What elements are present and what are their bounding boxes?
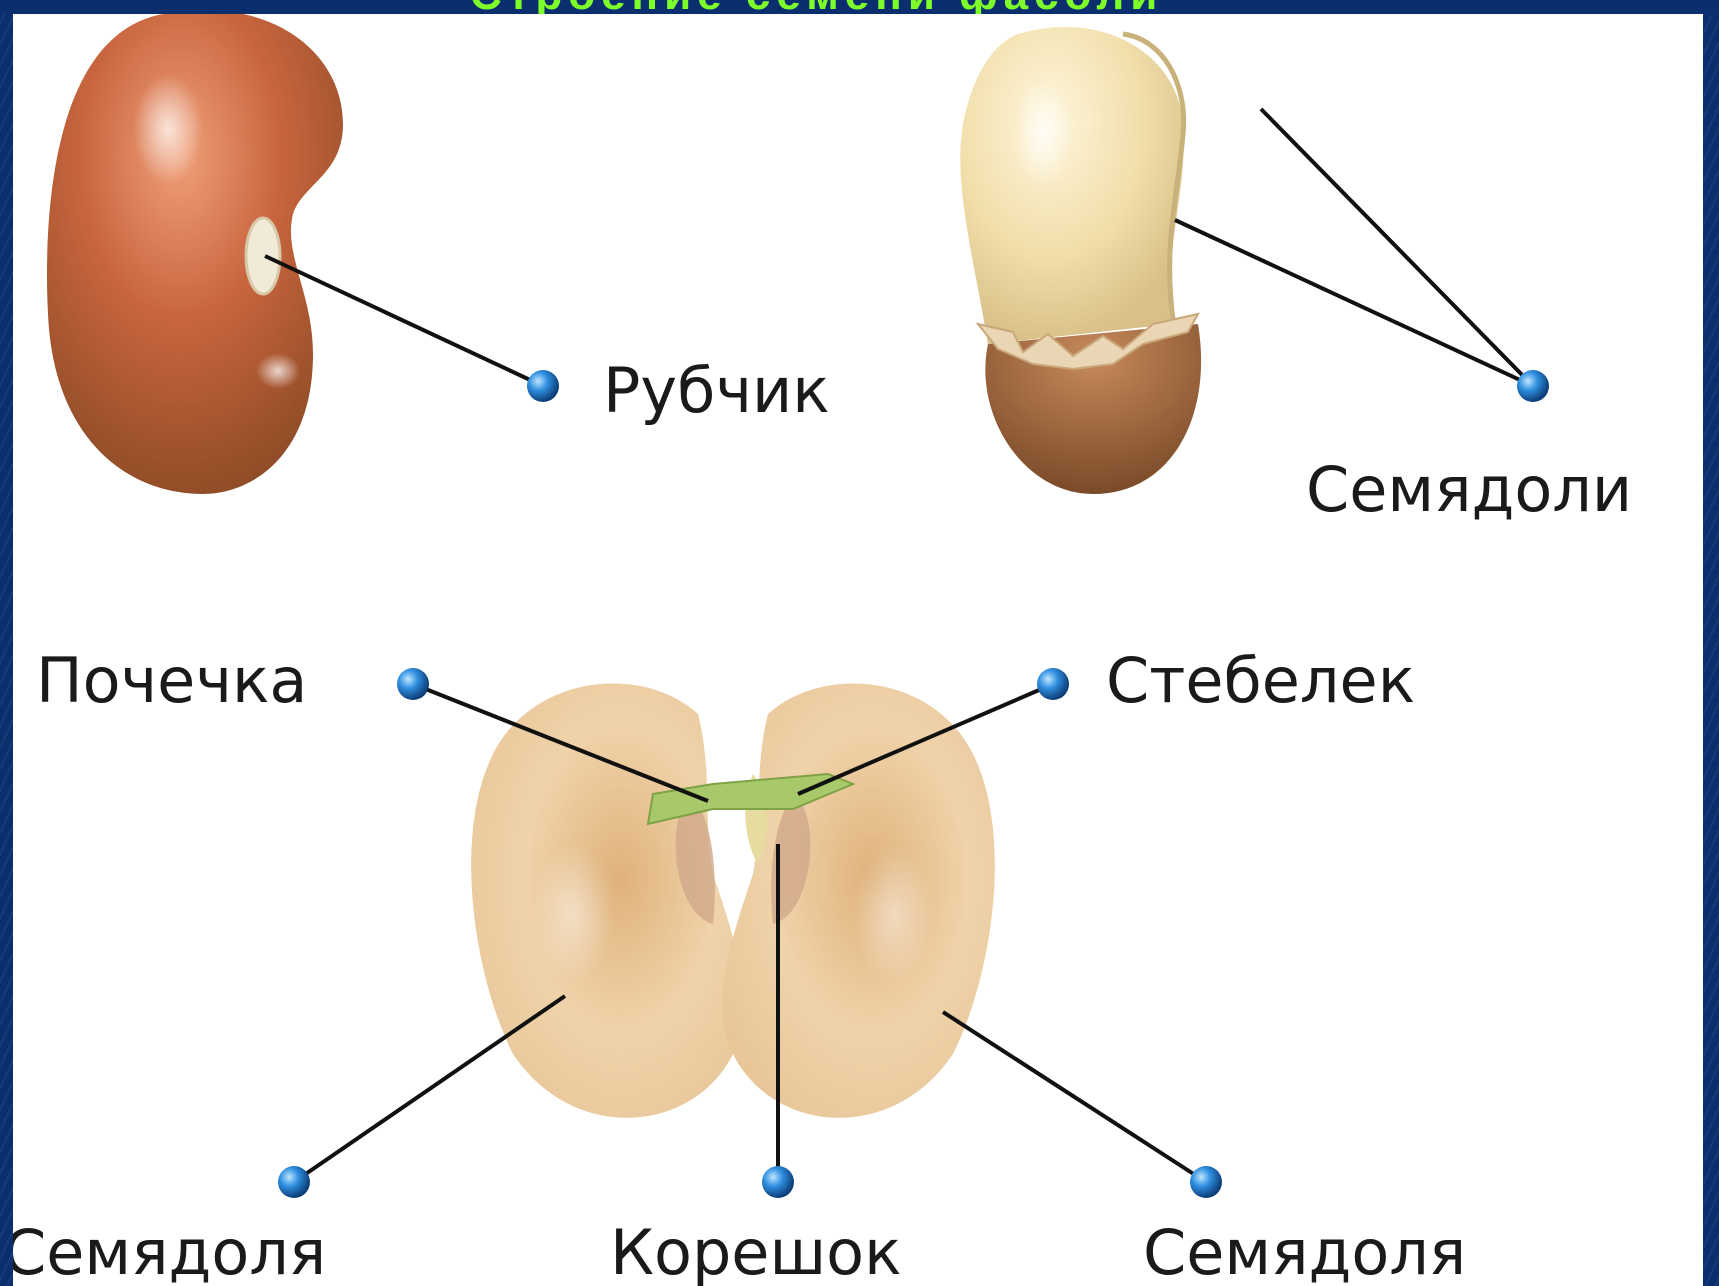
cotyledons-dot [1517, 370, 1549, 402]
label-hilum: Рубчик [603, 360, 830, 422]
radicle-dot [762, 1166, 794, 1198]
open-bean [471, 683, 995, 1117]
label-cotyledons-top: Семядоли [1306, 459, 1632, 521]
slide-title-strip: Строение семени фасоли [0, 0, 1719, 14]
stem-dot [1037, 668, 1069, 700]
slide-title: Строение семени фасоли [470, 0, 1163, 14]
cotyledon-right-dot [1190, 1166, 1222, 1198]
cotyledon-left-pointer-line [294, 996, 565, 1182]
label-plumule: Почечка [36, 650, 307, 712]
cotyledon-left-dot [278, 1166, 310, 1198]
hilum-dot [527, 370, 559, 402]
label-radicle: Корешок [610, 1222, 902, 1284]
hilum-mark [246, 218, 280, 294]
cotyledon-pointer-line-1 [1261, 109, 1533, 386]
label-stem: Стебелек [1106, 650, 1415, 712]
label-cotyledon-right: Семядоля [1143, 1222, 1466, 1284]
whole-bean [47, 14, 343, 494]
peeled-bean [960, 27, 1201, 494]
label-cotyledon-left: Семядоля [13, 1222, 326, 1284]
plumule-dot [397, 668, 429, 700]
cotyledon-pointer-line-2 [1175, 220, 1533, 386]
diagram-panel: Рубчик Семядоли Почечка Стебелек Семядол… [13, 14, 1703, 1286]
cotyledon-right-pointer-line [943, 1012, 1206, 1182]
